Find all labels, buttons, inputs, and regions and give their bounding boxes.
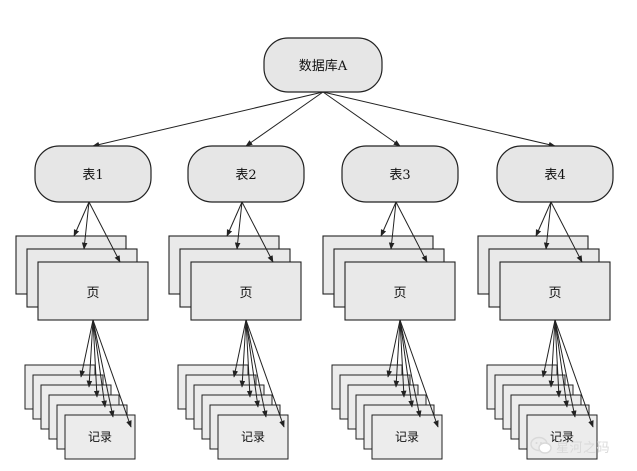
record-sheet [64,414,136,460]
page-stack: 页 [477,235,611,321]
page-to-record-arrow [554,319,569,408]
page-to-record-arrow [399,319,414,408]
table-label: 表1 [82,168,103,183]
page-label: 页 [86,286,99,301]
table-label: 表3 [389,168,410,183]
table-to-page-arrow [388,201,397,250]
table-node: 表4 [496,145,614,203]
record-label: 记录 [550,430,574,444]
table-column-4: 表4 页记录 [477,145,614,460]
table-column-2: 表2 页记录 [168,145,305,460]
root-node: 数据库A [263,37,383,93]
table-node: 表3 [341,145,459,203]
watermark: 星河之码 [530,433,610,459]
root-arrows [92,91,556,148]
page-label: 页 [239,286,252,301]
page-to-record-arrow [92,319,100,398]
page-to-record-arrow [239,319,247,388]
table-label: 表2 [235,168,256,183]
table-columns: 表1 页记录 表2 页记录 表3 页记录 表4 页记录 [15,145,614,460]
page-to-record-arrow [92,319,132,428]
page-sheet [499,261,611,321]
table-label: 表4 [544,168,565,183]
page-to-record-arrow [245,319,253,398]
page-to-record-arrow [232,319,247,378]
root-to-table-arrow [92,91,324,148]
table-to-page-arrow [81,201,90,250]
watermark-text: 星河之码 [556,440,611,456]
page-to-record-arrow [92,319,115,418]
root-to-table-arrow [245,91,324,147]
page-sheet [37,261,149,321]
table-to-page-arrow [395,201,428,263]
page-to-record-arrow [245,319,285,428]
page-to-record-arrow [386,319,401,378]
page-to-record-arrow [554,319,577,418]
page-stack: 页 [322,235,456,321]
record-sheet [217,414,289,460]
page-to-record-arrow [541,319,556,378]
table-to-page-arrow [73,201,90,237]
page-to-record-arrow [245,319,268,418]
page-to-record-arrow [399,319,439,428]
page-sheet [190,261,302,321]
page-to-record-arrow [554,319,562,398]
root-to-table-arrow [322,91,401,147]
table-node: 表1 [34,145,152,203]
table-node: 表2 [187,145,305,203]
table-column-1: 表1 页记录 [15,145,152,460]
page-to-record-arrow [399,319,422,418]
table-to-page-arrow [550,201,583,263]
table-to-page-arrow [88,201,121,263]
page-stack: 页 [168,235,302,321]
record-stack: 记录 [331,364,443,460]
page-to-record-arrow [79,319,94,378]
record-stack: 记录 [177,364,289,460]
table-column-3: 表3 页记录 [322,145,459,460]
page-to-record-arrow [86,319,94,388]
page-to-record-arrow [393,319,401,388]
page-to-record-arrow [548,319,556,388]
page-label: 页 [548,286,561,301]
record-sheet [371,414,443,460]
wechat-icon [530,436,552,454]
root-to-table-arrow [322,91,556,148]
record-label: 记录 [88,430,112,444]
record-label: 记录 [395,430,419,444]
table-to-page-arrow [226,201,243,237]
page-to-record-arrow [92,319,107,408]
record-stack: 记录 [24,364,136,460]
root-label: 数据库A [299,58,348,74]
page-stack: 页 [15,235,149,321]
page-to-record-arrow [554,319,594,428]
page-label: 页 [393,286,406,301]
table-to-page-arrow [380,201,397,237]
page-sheet [344,261,456,321]
page-to-record-arrow [245,319,260,408]
page-to-record-arrow [399,319,407,398]
table-to-page-arrow [543,201,552,250]
table-to-page-arrow [241,201,274,263]
table-to-page-arrow [234,201,243,250]
table-to-page-arrow [535,201,552,237]
record-label: 记录 [241,430,265,444]
